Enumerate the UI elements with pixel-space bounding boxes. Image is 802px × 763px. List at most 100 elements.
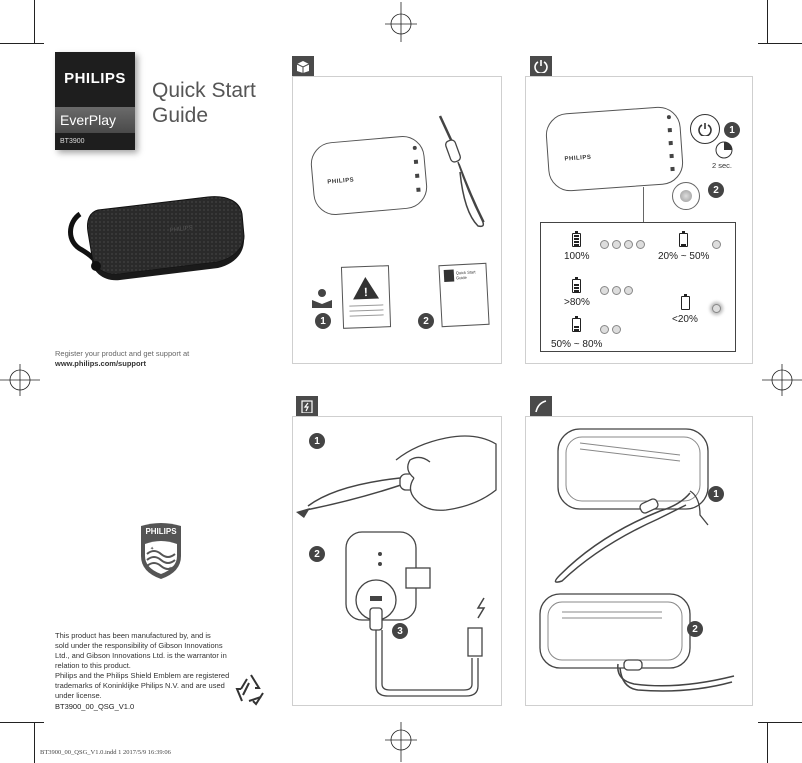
svg-text:!: ! (364, 285, 368, 299)
speaker-brand: PHILIPS (564, 154, 592, 163)
led-icon (600, 286, 609, 296)
press-duration: 2 sec. (712, 161, 733, 170)
led-blinking-icon (712, 304, 721, 314)
step-badge: 1 (315, 313, 331, 329)
callout-line (643, 187, 644, 222)
safety-leaflet: ! (340, 265, 392, 329)
philips-shield-logo: ✦✦ (141, 523, 181, 579)
register-url[interactable]: www.philips.com/support (55, 359, 146, 368)
led-indicator-row (712, 300, 724, 318)
battery-half-icon (572, 316, 581, 332)
led-indicator-row (600, 321, 624, 339)
speaker-product-image: PHILIPS (68, 196, 245, 281)
product-line-label: EverPlay (60, 112, 117, 128)
step-badge: 1 (724, 122, 740, 138)
warning-icon: ! (353, 277, 380, 300)
step-badge: 2 (418, 313, 434, 329)
registration-mark (0, 364, 40, 396)
speaker-brand: PHILIPS (327, 177, 355, 186)
print-slug: BT3900_00_QSG_V1.0.indd 1 2017/5/9 16:39… (40, 749, 171, 756)
register-text: Register your product and get support at (55, 349, 190, 358)
product-line-band: EverPlay (55, 107, 135, 133)
led-icon (712, 240, 721, 250)
step-badge: 1 (309, 433, 325, 449)
lanyard-illustration (438, 115, 485, 228)
step-badge: 1 (708, 486, 724, 502)
shield-brand-text: PHILIPS (145, 527, 177, 536)
svg-text:PHILIPS: PHILIPS (170, 225, 194, 234)
led-indicator-row (712, 236, 724, 254)
led-icon (636, 240, 645, 250)
legal-line: under license. (55, 691, 102, 700)
led-icon (600, 240, 609, 250)
led-icon (624, 286, 633, 296)
usb-cable-illustration (345, 531, 486, 697)
battery-low-mid-icon (679, 231, 688, 247)
legal-line: trademarks of Koninklijke Philips N.V. a… (55, 681, 225, 690)
registration-mark (385, 722, 417, 762)
speaker-button-column (412, 145, 421, 192)
led-indicator-row (600, 282, 636, 300)
speaker-illustration: PHILIPS (544, 105, 685, 193)
quick-start-leaflet: Quick Start Guide (438, 262, 490, 328)
led-icon (612, 286, 621, 296)
registration-mark (385, 2, 417, 42)
legal-notice: This product has been manufactured by, a… (55, 631, 245, 701)
speaker-button-column (666, 114, 675, 172)
crop-mark (758, 722, 802, 723)
doc-title-line1: Quick Start (152, 79, 256, 102)
registration-mark (762, 364, 802, 396)
doc-title-line2: Guide (152, 104, 209, 127)
battery-level-label: >80% (564, 297, 590, 308)
battery-level-label: 50% ~ 80% (551, 339, 603, 350)
brand-logo: PHILIPS (64, 70, 126, 87)
svg-text:✦: ✦ (150, 546, 154, 552)
doc-title: Quick Start Guide (152, 78, 256, 128)
model-number: BT3900 (60, 138, 85, 145)
legal-line: This product has been manufactured by, a… (55, 631, 211, 640)
battery-level-label: 100% (564, 251, 590, 262)
battery-high-icon (572, 277, 581, 293)
leaflet-title-line2: Guide (455, 274, 467, 281)
brand-badge: PHILIPS EverPlay BT3900 (55, 52, 135, 150)
battery-level-label: 20% ~ 50% (658, 251, 710, 262)
box-contents-icon (292, 56, 314, 76)
battery-full-icon (572, 231, 581, 247)
crop-mark (758, 43, 802, 44)
crop-mark (767, 722, 768, 763)
register-info: Register your product and get support at… (55, 349, 189, 369)
legal-line: Philips and the Philips Shield Emblem ar… (55, 671, 230, 680)
crop-mark (0, 43, 44, 44)
battery-empty-icon (681, 294, 690, 310)
charge-icon (296, 396, 318, 416)
step-badge: 2 (309, 546, 325, 562)
timer-icon (715, 141, 733, 159)
step-badge: 2 (687, 621, 703, 637)
power-button-callout[interactable] (690, 114, 720, 144)
led-icon (612, 240, 621, 250)
led-icon (600, 325, 609, 335)
speaker-illustration: PHILIPS (309, 134, 429, 217)
crop-mark (34, 722, 35, 763)
crop-mark (767, 0, 768, 44)
legal-line: sold under the responsibility of Gibson … (55, 641, 223, 650)
recycle-icon (235, 674, 264, 706)
power-icon (530, 56, 552, 76)
legal-line: relation to this product. (55, 661, 131, 670)
led-icon (624, 240, 633, 250)
step-badge: 2 (708, 182, 724, 198)
battery-level-label: <20% (672, 314, 698, 325)
strap-attached-illustration (539, 593, 735, 692)
led-glow-callout (672, 182, 700, 210)
step-badge: 3 (392, 623, 408, 639)
attach-strap-illustration (554, 428, 709, 583)
crop-mark (0, 722, 44, 723)
led-indicator-row (600, 236, 648, 254)
strap-icon (530, 396, 552, 416)
power-symbol-icon (698, 123, 712, 136)
document-code: BT3900_00_QSG_V1.0 (55, 702, 135, 711)
legal-line: Ltd., and Gibson Innovations Ltd. is the… (55, 651, 227, 660)
crop-mark (34, 0, 35, 44)
led-icon (612, 325, 621, 335)
svg-text:✦: ✦ (168, 566, 172, 572)
